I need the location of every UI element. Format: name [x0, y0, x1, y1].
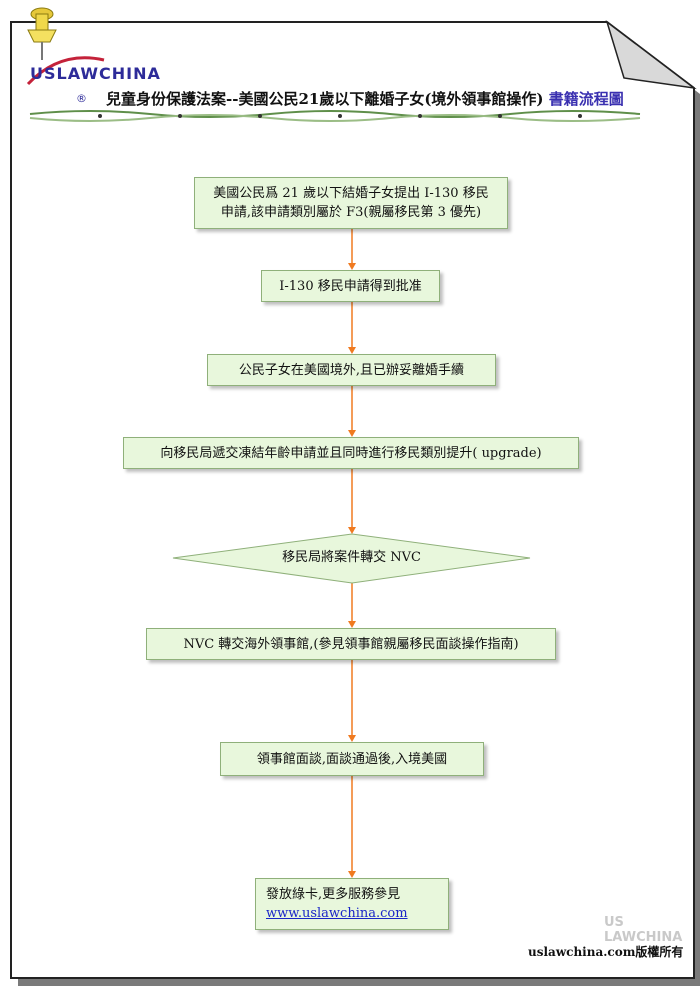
flow-arrow-head-6	[348, 735, 356, 742]
header-rule	[29, 110, 641, 122]
step-4-line-1: 向移民局遞交凍結年齡申請並且同時進行移民類別提升( upgrade)	[160, 445, 542, 461]
uslawchina-link[interactable]: www.uslawchina.com	[266, 906, 408, 921]
flow-arrow-head-2	[348, 347, 356, 354]
header-rule-dots	[98, 114, 582, 118]
title-main: 兒童身份保護法案--美國公民21歲以下離婚子女(境外領事館操作)	[106, 90, 544, 108]
step-7-box: 領事館面談,面談通過後,入境美國	[220, 742, 484, 776]
step-2-box: I-130 移民申請得到批准	[261, 270, 440, 302]
step-1-box: 美國公民爲 21 歲以下結婚子女提出 I-130 移民 申請,該申請類別屬於 F…	[194, 177, 508, 229]
push-pin-icon	[27, 7, 57, 60]
step-7-line-1: 領事館面談,面談通過後,入境美國	[256, 751, 448, 767]
decision-diamond	[172, 533, 531, 584]
step-6-box: NVC 轉交海外領事館,(參見領事館親屬移民面談操作指南)	[146, 628, 556, 660]
flow-arrow-head-7	[348, 871, 356, 878]
step-5-label: 移民局將案件轉交 NVC	[282, 550, 421, 565]
title-accent: 書籍流程圖	[548, 90, 624, 108]
step-2-line-1: I-130 移民申請得到批准	[279, 278, 422, 294]
flow-arrows	[348, 229, 356, 878]
logo-wordmark: USLAWCHINA	[30, 64, 161, 83]
flow-arrow-head-3	[348, 430, 356, 437]
flow-arrow-head-4	[348, 527, 356, 534]
flow-arrow-head-1	[348, 263, 356, 270]
logo-registered-mark: ®	[76, 92, 87, 105]
step-4-box: 向移民局遞交凍結年齡申請並且同時進行移民類別提升( upgrade)	[123, 437, 579, 469]
page-fold	[605, 20, 697, 90]
flow-arrow-head-5	[348, 621, 356, 628]
step-1-line-2: 申請,該申請類別屬於 F3(親屬移民第 3 優先)	[220, 205, 482, 220]
logo-swoosh-icon	[26, 56, 105, 86]
step-3-box: 公民子女在美國境外,且已辦妥離婚手續	[207, 354, 496, 386]
step-1-line-1: 美國公民爲 21 歲以下結婚子女提出 I-130 移民	[213, 186, 489, 201]
step-6-line-1: NVC 轉交海外領事館,(參見領事館親屬移民面談操作指南)	[183, 636, 519, 652]
step-3-line-1: 公民子女在美國境外,且已辦妥離婚手續	[238, 362, 465, 378]
logo-watermark: US LAWCHINA	[604, 915, 683, 945]
step-8-line-1: 發放綠卡,更多服務參見	[266, 887, 401, 902]
page-title: 兒童身份保護法案--美國公民21歲以下離婚子女(境外領事館操作) 書籍流程圖	[106, 88, 624, 109]
copyright-text: uslawchina.com版權所有	[528, 945, 684, 959]
step-8-box: 發放綠卡,更多服務參見 www.uslawchina.com	[255, 878, 449, 930]
